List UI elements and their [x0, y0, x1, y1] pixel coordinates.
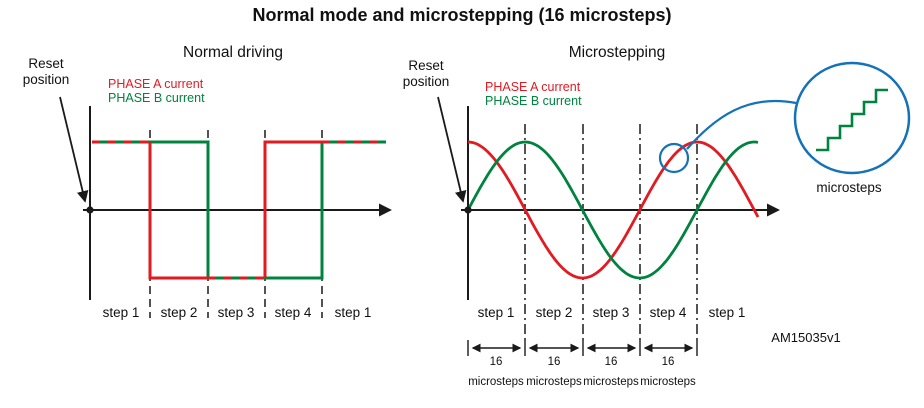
micro-highlight-circle [658, 142, 690, 174]
inset-connector-curve [686, 99, 797, 150]
normal-step-label: step 4 [274, 305, 312, 320]
microsteps-inset [658, 61, 911, 175]
normal-plot-art [59, 96, 392, 318]
normal-step-label: step 2 [160, 305, 198, 320]
normal-plot-subtitle: Normal driving [183, 44, 283, 61]
normal-step-separators [149, 130, 323, 318]
microsteps-unit: microsteps [468, 376, 524, 388]
normal-reset-arrow [59, 96, 89, 203]
figure-id-watermark: AM15035v1 [771, 330, 841, 345]
micro-step-label: step 3 [592, 305, 630, 320]
normal-phase-a-wave [92, 140, 386, 280]
microsteps-count: 16 [604, 356, 618, 368]
micro-phase-a-curve [467, 140, 760, 280]
micro-phase-b-curve [466, 140, 759, 280]
inset-microsteps-label: microsteps [816, 180, 882, 195]
microsteps-unit: microsteps [583, 376, 639, 388]
normal-legend-phase-b: PHASE B current [108, 91, 205, 105]
micro-step-label: step 1 [477, 305, 515, 320]
microsteps-unit: microsteps [640, 376, 696, 388]
micro-reset-arrow [437, 96, 467, 203]
micro-plot-subtitle: Microstepping [568, 44, 666, 61]
normal-legend-phase-a: PHASE A current [108, 77, 204, 91]
normal-origin-dot [86, 206, 94, 214]
micro-plot-art [437, 96, 780, 356]
micro-legend-phase-b: PHASE B current [485, 94, 582, 108]
microsteps-unit: microsteps [526, 376, 582, 388]
micro-step-label: step 1 [708, 305, 746, 320]
microsteps-count: 16 [661, 356, 675, 368]
micro-reset-position-label: Reset position [402, 58, 450, 89]
micro-step-separators [524, 124, 698, 344]
normal-step-label: step 1 [102, 305, 140, 320]
microsteps-count: 16 [547, 356, 561, 368]
inset-staircase [816, 88, 888, 152]
micro-step-label: step 4 [649, 305, 687, 320]
microsteps-ruler [467, 340, 698, 356]
normal-step-label: step 3 [217, 305, 255, 320]
micro-origin-dot [464, 206, 472, 214]
micro-legend-phase-a: PHASE A current [485, 80, 581, 94]
normal-reset-position-label: Reset position [22, 56, 70, 87]
normal-step-label: step 1 [334, 305, 372, 320]
figure-title: Normal mode and microstepping (16 micros… [252, 5, 672, 25]
micro-step-label: step 2 [535, 305, 573, 320]
microsteps-count: 16 [489, 356, 503, 368]
